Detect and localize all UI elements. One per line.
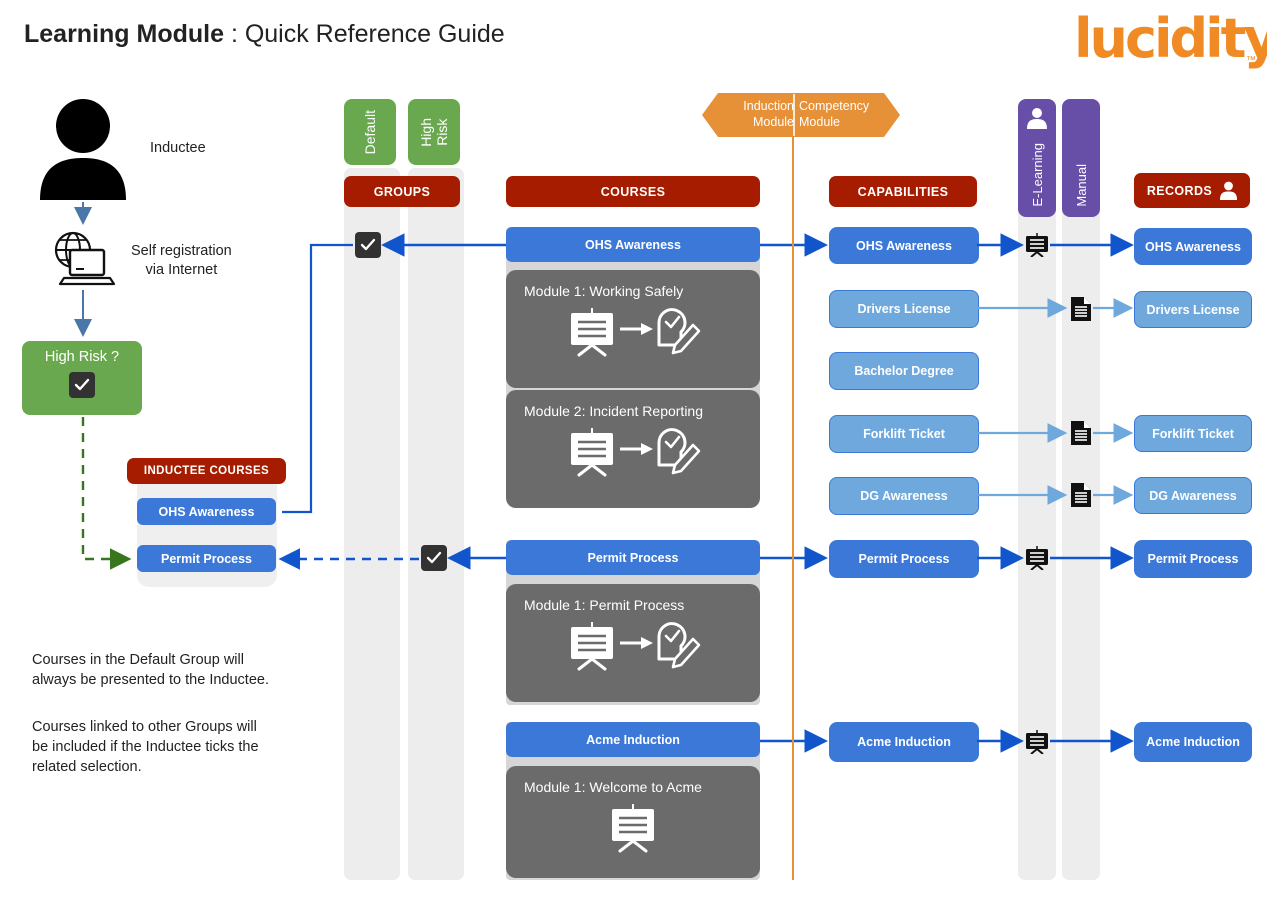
module-scope-banner: Induction Module Competency Module (702, 93, 900, 137)
group-tab-high-risk-line2: Risk (434, 118, 450, 146)
course-module-permit-process[interactable]: Module 1: Permit Process (506, 584, 760, 702)
lane-band-default (344, 168, 400, 880)
course-permit-process[interactable]: Permit Process (506, 540, 760, 575)
group-tab-high-risk-label: High Risk (418, 118, 450, 147)
self-registration-line2: via Internet (145, 262, 218, 278)
lane-band-elearning (1018, 168, 1056, 880)
delivery-icon-elearning-acme (1024, 730, 1050, 759)
presentation-icon (506, 801, 760, 857)
inductee-courses-header: INDUCTEE COURSES (127, 458, 286, 484)
delivery-tab-elearning[interactable]: E-Learning (1018, 99, 1056, 217)
competency-module-line1: Competency (799, 99, 870, 113)
groups-header: GROUPS (344, 176, 460, 207)
induction-module-label: Induction Module (720, 98, 794, 130)
note-2-line-2: be included if the Inductee ticks the (32, 739, 259, 755)
delivery-icon-manual-forklift-ticket (1069, 419, 1093, 452)
note-other-groups: Courses linked to other Groups will be i… (32, 717, 322, 777)
presentation-assessment-icon (506, 425, 760, 481)
presentation-assessment-icon (506, 619, 760, 675)
records-header: RECORDS (1134, 173, 1250, 208)
course-module-welcome-to-acme[interactable]: Module 1: Welcome to Acme (506, 766, 760, 878)
records-header-label: RECORDS (1146, 183, 1213, 198)
page-title-bold: Learning Module (24, 20, 224, 48)
capability-dg-awareness[interactable]: DG Awareness (829, 477, 979, 515)
high-risk-checkbox[interactable] (69, 372, 95, 398)
inductee-person-icon (38, 96, 128, 200)
record-permit-process[interactable]: Permit Process (1134, 540, 1252, 578)
inductee-course-permit-process[interactable]: Permit Process (137, 545, 276, 572)
module-label: Module 1: Welcome to Acme (524, 779, 702, 795)
lane-band-manual (1062, 168, 1100, 880)
delivery-icon-manual-drivers-license (1069, 295, 1093, 328)
self-registration-icon (48, 228, 118, 288)
capability-acme-induction[interactable]: Acme Induction (829, 722, 979, 762)
high-risk-label: High Risk ? (44, 349, 120, 365)
note-1-line-2: always be presented to the Inductee. (32, 672, 269, 688)
course-module-working-safely[interactable]: Module 1: Working Safely (506, 270, 760, 388)
record-forklift-ticket[interactable]: Forklift Ticket (1134, 415, 1252, 452)
lane-band-high-risk (408, 168, 464, 880)
competency-module-label: Competency Module (799, 98, 889, 130)
self-registration-line1: Self registration (131, 243, 232, 259)
presentation-assessment-icon (506, 305, 760, 361)
group-checkbox-high-risk[interactable] (421, 545, 447, 571)
capability-ohs-awareness[interactable]: OHS Awareness (829, 227, 979, 264)
record-drivers-license[interactable]: Drivers License (1134, 291, 1252, 328)
group-checkbox-default[interactable] (355, 232, 381, 258)
induction-module-line1: Induction (743, 99, 794, 113)
note-default-group: Courses in the Default Group will always… (32, 650, 312, 690)
delivery-tab-manual-label: Manual (1073, 164, 1089, 207)
inductee-course-ohs-awareness[interactable]: OHS Awareness (137, 498, 276, 525)
course-acme-induction[interactable]: Acme Induction (506, 722, 760, 757)
note-2-line-3: related selection. (32, 759, 142, 775)
capability-drivers-license[interactable]: Drivers License (829, 290, 979, 328)
course-module-incident-reporting[interactable]: Module 2: Incident Reporting (506, 390, 760, 508)
course-ohs-awareness[interactable]: OHS Awareness (506, 227, 760, 262)
note-1-line-1: Courses in the Default Group will (32, 652, 244, 668)
courses-header: COURSES (506, 176, 760, 207)
note-2-line-1: Courses linked to other Groups will (32, 719, 257, 735)
induction-module-line2: Module (753, 115, 794, 129)
module-label: Module 1: Permit Process (524, 597, 685, 613)
group-tab-default[interactable]: Default (344, 99, 396, 165)
logo-trademark-icon: ™ (1246, 55, 1256, 66)
delivery-icon-elearning-permit (1024, 546, 1050, 575)
module-label: Module 1: Working Safely (524, 283, 684, 299)
group-tab-default-label: Default (361, 109, 378, 155)
person-icon (1027, 107, 1047, 134)
capabilities-header: CAPABILITIES (829, 176, 977, 207)
record-ohs-awareness[interactable]: OHS Awareness (1134, 228, 1252, 265)
delivery-icon-elearning-ohs (1024, 233, 1050, 262)
person-icon (1220, 181, 1238, 200)
capability-permit-process[interactable]: Permit Process (829, 540, 979, 578)
delivery-tab-manual[interactable]: Manual (1062, 99, 1100, 217)
page-title-rest: : Quick Reference Guide (224, 20, 505, 48)
page-title: Learning Module : Quick Reference Guide (24, 20, 505, 49)
group-tab-high-risk[interactable]: High Risk (408, 99, 460, 165)
module-label: Module 2: Incident Reporting (524, 403, 703, 419)
lucidity-logo: lucidity ™ (1074, 7, 1267, 74)
record-dg-awareness[interactable]: DG Awareness (1134, 477, 1252, 514)
high-risk-question-box[interactable]: High Risk ? (22, 341, 142, 415)
record-acme-induction[interactable]: Acme Induction (1134, 722, 1252, 762)
competency-module-line2: Module (799, 115, 840, 129)
delivery-tab-elearning-label: E-Learning (1029, 143, 1045, 207)
group-tab-high-risk-line1: High (418, 117, 434, 147)
capability-forklift-ticket[interactable]: Forklift Ticket (829, 415, 979, 453)
logo-wordmark: lucidity (1074, 7, 1267, 70)
self-registration-label: Self registration via Internet (131, 242, 232, 280)
capability-bachelor-degree[interactable]: Bachelor Degree (829, 352, 979, 390)
delivery-icon-manual-dg-awareness (1069, 481, 1093, 514)
inductee-label: Inductee (150, 140, 206, 156)
